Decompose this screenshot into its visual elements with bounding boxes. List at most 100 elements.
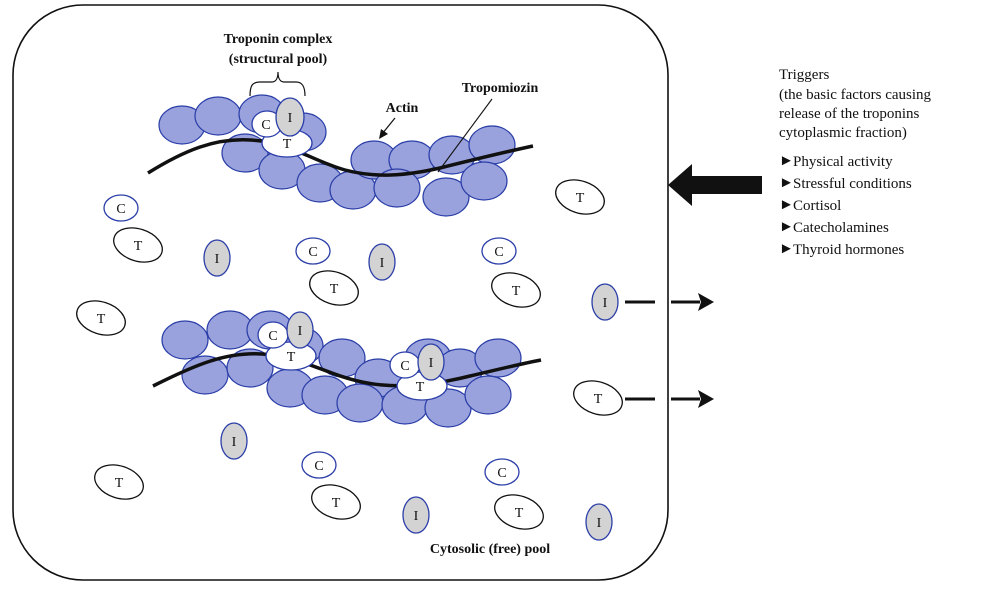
trigger-item-catecholamines: ► Catecholamines: [779, 219, 889, 236]
tropomiozin-label: Tropomiozin: [462, 81, 539, 96]
free-troponin-t: T: [494, 494, 544, 530]
free-troponin-c: C: [301, 451, 337, 479]
bottom-actin-beads: [161, 310, 522, 428]
triggers-title: Triggers: [779, 67, 829, 83]
cell-membrane: [12, 4, 669, 581]
troponin-t-label: T: [416, 380, 425, 395]
troponin-c-label: C: [400, 359, 409, 374]
release-arrow-i: [625, 293, 714, 311]
free-troponin-i-shape: [203, 239, 231, 277]
top-tropomyosin-strand: [147, 138, 534, 177]
actin-bead: [336, 383, 384, 423]
trigger-item-cortisol: ► Cortisol: [779, 197, 841, 214]
actin-bead: [464, 375, 512, 415]
free-troponin-i: I: [368, 243, 396, 281]
actin-bead: [206, 310, 254, 350]
trigger-item-label: Physical activity: [793, 154, 893, 170]
triggers-description-line-2: release of the troponins: [779, 106, 920, 122]
triggers-description-line-3: cytoplasmic fraction): [779, 125, 907, 141]
trigger-arrow: [668, 164, 762, 206]
cytosolic-pool-label: Cytosolic (free) pool: [430, 542, 550, 557]
free-troponin-t-shape: [311, 484, 361, 520]
free-troponin-i-label: I: [597, 516, 602, 531]
trigger-item-label: Stressful conditions: [793, 176, 912, 192]
free-troponin-i-label: I: [603, 296, 608, 311]
bullet-icon: ►: [779, 197, 794, 213]
free-troponin-t: T: [491, 272, 541, 308]
free-troponin-i: I: [220, 422, 248, 460]
tropomiozin-pointer-line: [437, 98, 493, 173]
free-troponin-i-shape: [368, 243, 396, 281]
bottom-troponin-complex-1: T C I: [257, 311, 317, 371]
free-troponin-i-shape: [585, 503, 613, 541]
trigger-item-label: Catecholamines: [793, 220, 889, 236]
trigger-item-physical-activity: ► Physical activity: [779, 153, 893, 170]
actin-bead: [194, 96, 242, 136]
trigger-item-thyroid-hormones: ► Thyroid hormones: [779, 241, 904, 258]
release-arrow-t: [625, 390, 714, 408]
free-troponin-c-shape: [295, 237, 331, 265]
free-troponin-t: T: [113, 227, 163, 263]
free-troponin-i: I: [402, 496, 430, 534]
free-troponin-c-label: C: [497, 466, 506, 481]
troponin-i-subunit: [286, 311, 314, 349]
top-thin-filament: T C I: [147, 94, 534, 217]
free-troponin-i-shape: [220, 422, 248, 460]
free-troponin-c: C: [103, 194, 139, 222]
free-troponin-c-shape: [481, 237, 517, 265]
free-troponin-t-shape: [76, 300, 126, 336]
free-troponin-t: T: [76, 300, 126, 336]
free-troponin-t-shape: [94, 464, 144, 500]
free-troponin-i: I: [203, 239, 231, 277]
actin-bead: [221, 133, 269, 173]
free-troponin-c: C: [295, 237, 331, 265]
bottom-thin-filament: T C I T C I: [152, 310, 542, 428]
free-troponin-t-label: T: [594, 392, 603, 407]
trigger-item-label: Cortisol: [793, 198, 841, 214]
bottom-troponin-complex-2: T C I: [389, 343, 448, 401]
free-troponin-i-shape: [402, 496, 430, 534]
free-troponin-t: T: [309, 270, 359, 306]
actin-bead: [161, 320, 209, 360]
free-troponin-t-label: T: [512, 284, 521, 299]
triggers-description-line-1: (the basic factors causing: [779, 87, 932, 103]
troponin-i-subunit: [275, 97, 305, 137]
free-troponin-t-shape: [573, 380, 623, 416]
free-troponin-c-label: C: [116, 202, 125, 217]
free-troponin-c-label: C: [494, 245, 503, 260]
free-troponin-t-shape: [491, 272, 541, 308]
troponin-t-label: T: [283, 137, 292, 152]
free-troponin-i-label: I: [380, 256, 385, 271]
actin-arrowhead: [379, 129, 388, 139]
free-troponin-t-shape: [555, 179, 605, 215]
structural-pool-label: (structural pool): [229, 52, 328, 67]
bullet-icon: ►: [779, 241, 794, 257]
free-troponin-i-label: I: [232, 435, 237, 450]
top-actin-beads: [158, 94, 516, 217]
troponin-i-subunit: [417, 343, 445, 381]
actin-bead: [226, 348, 274, 388]
free-troponin-c-shape: [301, 451, 337, 479]
free-troponin-t-label: T: [330, 282, 339, 297]
free-troponin-t-shape: [113, 227, 163, 263]
free-troponin-c-label: C: [314, 459, 323, 474]
bullet-icon: ►: [779, 175, 794, 191]
troponin-complex-brace: [249, 71, 306, 97]
free-troponin-c-label: C: [308, 245, 317, 260]
bullet-icon: ►: [779, 153, 794, 169]
troponin-i-label: I: [288, 111, 293, 126]
troponin-t-label: T: [287, 350, 296, 365]
free-troponin-c-shape: [103, 194, 139, 222]
free-troponin-t-label: T: [515, 506, 524, 521]
free-troponin-t: T: [555, 179, 605, 215]
free-troponin-i-shape: [591, 283, 619, 321]
free-troponin-i: I: [585, 503, 613, 541]
trigger-item-label: Thyroid hormones: [793, 242, 904, 258]
free-troponin-t-label: T: [134, 239, 143, 254]
free-troponin-i-label: I: [215, 252, 220, 267]
free-troponin-c-shape: [484, 458, 520, 486]
free-troponin-i: I: [591, 283, 619, 321]
